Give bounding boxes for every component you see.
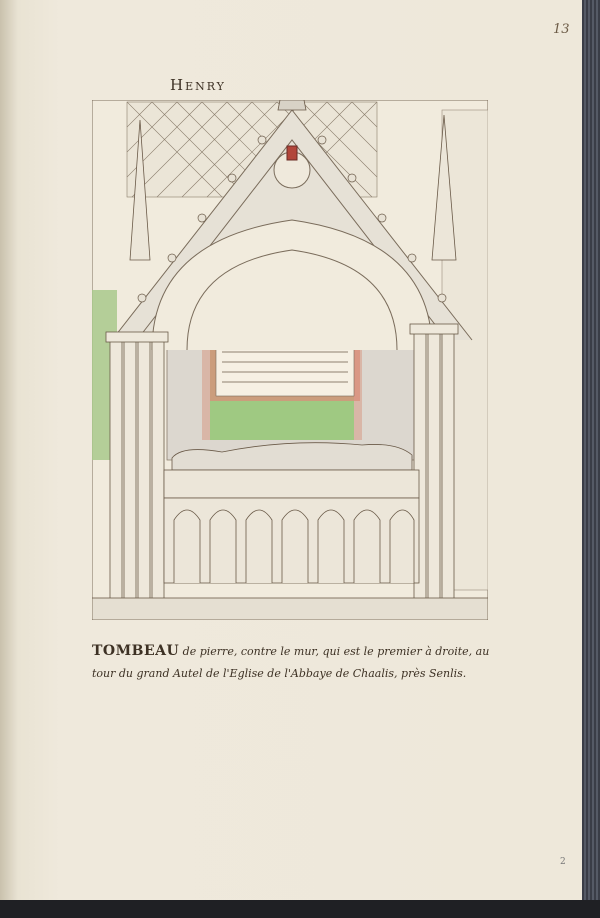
gothic-gable [111,109,473,351]
tomb-illustration [92,100,488,620]
page-edges [582,0,600,918]
corner-mark: 2 [560,857,566,867]
recumbent-effigy [171,442,413,471]
plate-title: Henry [170,76,226,94]
bottom-edge [0,900,600,918]
eagle-finial [277,100,307,111]
caption-lead: TOMBEAU [92,643,180,659]
plate-caption: TOMBEAU de pierre, contre le mur, qui es… [92,640,492,685]
sarcophagus [163,469,420,584]
caption-text: de pierre, contre le mur, qui est le pre… [92,645,490,680]
folio-number: 13 [553,22,570,37]
